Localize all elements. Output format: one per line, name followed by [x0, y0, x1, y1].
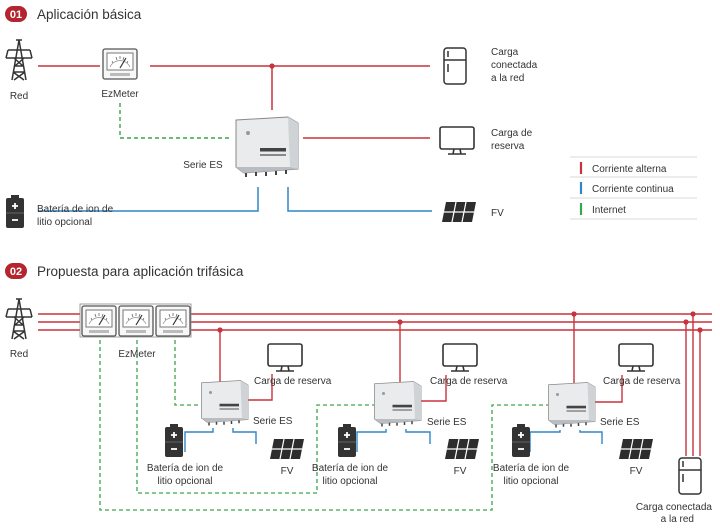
monitor-icon — [442, 343, 478, 372]
unit-3-pv-label: FV — [630, 466, 643, 477]
battery-label-1: Batería de ion de — [37, 204, 114, 215]
unit-3-battery-label-1: Batería de ion de — [493, 463, 570, 474]
battery-icon — [337, 423, 357, 458]
unit-2-battery-label-1: Batería de ion de — [312, 463, 389, 474]
unit-1-inverter-label: Serie ES — [253, 416, 293, 427]
section-2-dc-wires — [184, 428, 603, 452]
grid-label-2: Red — [10, 349, 28, 360]
section-2-number: 02 — [10, 266, 22, 278]
meter-icon — [102, 48, 138, 80]
section-2-internet-wires — [99, 333, 548, 511]
pv-icon — [269, 438, 305, 460]
meter-group — [79, 303, 192, 338]
section-1-wires — [38, 63, 432, 212]
unit-2-inverter-label: Serie ES — [427, 417, 467, 428]
unit-2-battery-label-2: litio opcional — [322, 476, 377, 487]
battery-icon — [5, 194, 25, 229]
unit-2-backup-label: Carga de reserva — [430, 376, 508, 387]
inverter-icon — [200, 379, 249, 427]
legend-internet: Internet — [592, 205, 626, 216]
meter-icon-b — [118, 305, 154, 337]
unit-3-inverter-label: Serie ES — [600, 417, 640, 428]
legend-dc: Corriente continua — [592, 184, 674, 195]
section-1: 01 Aplicación básica Red EzMeter Serie E… — [5, 6, 538, 229]
load-grid-label-3: a la red — [491, 73, 524, 84]
pv-icon — [441, 201, 477, 223]
section-2-ac-junctions — [217, 311, 703, 333]
unit-1-battery-label-2: litio opcional — [157, 476, 212, 487]
meter-label: EzMeter — [101, 89, 139, 100]
unit-3: Carga de reserva Serie ES Batería de ion… — [493, 343, 681, 487]
inverter-icon — [547, 381, 596, 429]
meter-label-2: EzMeter — [118, 349, 156, 360]
unit-2: Carga de reserva Serie ES Batería de ion… — [312, 343, 508, 487]
unit-2-pv-label: FV — [454, 466, 467, 477]
unit-3-battery-label-2: litio opcional — [503, 476, 558, 487]
meter-icon-a — [81, 305, 117, 337]
load-grid-label-2a: Carga conectada — [636, 502, 713, 513]
fridge-icon-2 — [678, 457, 702, 495]
monitor-icon — [439, 126, 475, 155]
unit-1: Carga de reserva Serie ES Batería de ion… — [147, 343, 332, 487]
inverter-icon — [235, 116, 299, 178]
unit-3-backup-label: Carga de reserva — [603, 376, 681, 387]
load-backup-label-2: reserva — [491, 141, 525, 152]
section-1-badge: 01 — [5, 6, 27, 22]
battery-icon — [164, 423, 184, 458]
pv-icon — [618, 438, 654, 460]
legend-ac: Corriente alterna — [592, 164, 667, 175]
unit-1-pv-label: FV — [281, 466, 294, 477]
section-1-title: Aplicación básica — [37, 7, 142, 22]
monitor-icon — [267, 343, 303, 372]
pv-icon — [444, 438, 480, 460]
pv-label: FV — [491, 208, 504, 219]
battery-icon — [511, 423, 531, 458]
section-2: 02 Propuesta para aplicación trifásica — [5, 263, 712, 525]
load-grid-label-2: conectada — [491, 60, 538, 71]
section-2-badge: 02 — [5, 263, 27, 279]
meter-icon-c — [155, 305, 191, 337]
load-grid-label-2b: a la red — [661, 514, 694, 525]
load-grid-label-1: Carga — [491, 47, 519, 58]
unit-1-backup-label: Carga de reserva — [254, 376, 332, 387]
inverter-icon — [373, 380, 422, 428]
fridge-icon — [443, 47, 467, 85]
grid-pylon-icon — [5, 39, 33, 81]
section-1-number: 01 — [10, 9, 22, 21]
grid-pylon-icon-2 — [5, 298, 33, 340]
inverter-label: Serie ES — [183, 160, 223, 171]
load-backup-label-1: Carga de — [491, 128, 533, 139]
legend: Corriente alterna Corriente continua Int… — [570, 156, 697, 220]
monitor-icon — [618, 343, 654, 372]
unit-1-battery-label-1: Batería de ion de — [147, 463, 224, 474]
section-2-title: Propuesta para aplicación trifásica — [37, 264, 244, 279]
grid-label: Red — [10, 91, 28, 102]
battery-label-2: litio opcional — [37, 217, 92, 228]
